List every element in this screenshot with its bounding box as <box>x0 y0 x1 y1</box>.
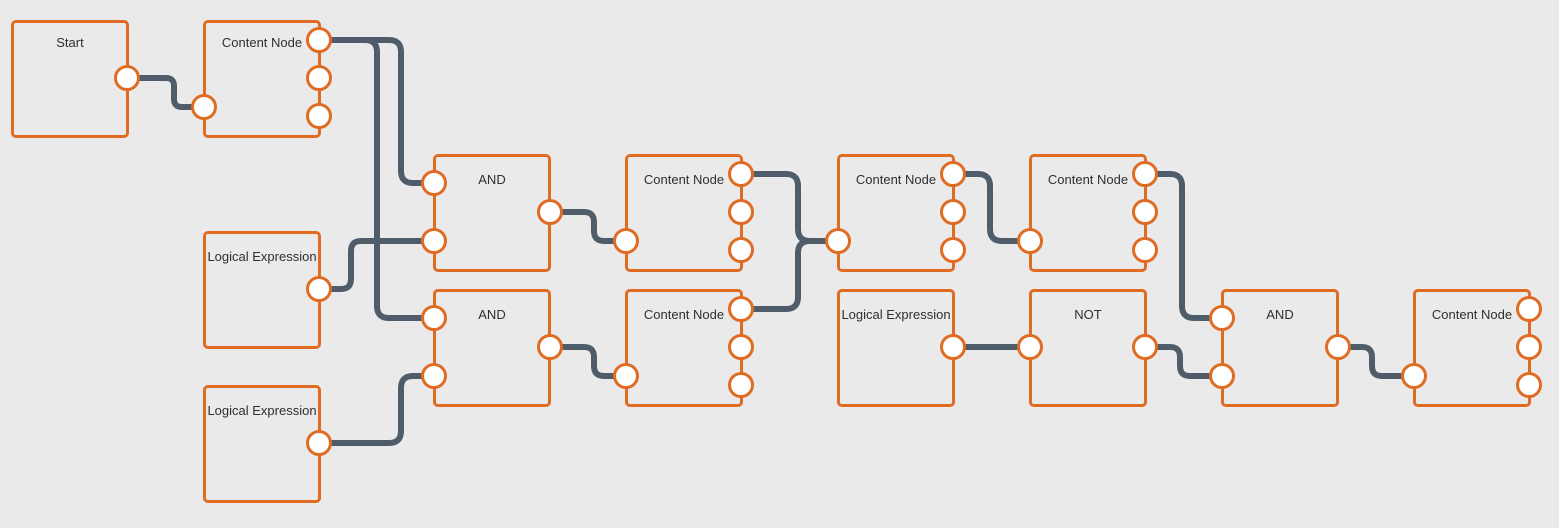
port-content-1-out-2[interactable] <box>306 65 332 91</box>
node-title: Logical Expression <box>207 249 317 264</box>
port-content-3-out-3[interactable] <box>728 372 754 398</box>
port-not-1-in[interactable] <box>1017 334 1043 360</box>
port-logical-expression-3-out[interactable] <box>940 334 966 360</box>
port-logical-expression-2-out[interactable] <box>306 430 332 456</box>
port-content-2-in[interactable] <box>613 228 639 254</box>
node-not-1[interactable]: NOT <box>1029 289 1147 407</box>
port-content-2-out-3[interactable] <box>728 237 754 263</box>
port-and-2-out[interactable] <box>537 334 563 360</box>
port-content-4-in[interactable] <box>825 228 851 254</box>
node-title: AND <box>478 172 506 187</box>
node-title: Content Node <box>1047 172 1129 187</box>
node-title: Start <box>56 35 84 50</box>
port-content-6-out-1[interactable] <box>1516 296 1542 322</box>
port-content-3-out-1[interactable] <box>728 296 754 322</box>
node-title: Content Node <box>1431 307 1513 322</box>
wire-content-1-to-and-1 <box>316 37 437 186</box>
node-and-3[interactable]: AND <box>1221 289 1339 407</box>
node-and-2[interactable]: AND <box>433 289 551 407</box>
port-content-3-out-2[interactable] <box>728 334 754 360</box>
port-content-4-out-2[interactable] <box>940 199 966 225</box>
node-title: Content Node <box>643 172 725 187</box>
port-content-3-in[interactable] <box>613 363 639 389</box>
port-and-2-in-2[interactable] <box>421 363 447 389</box>
port-content-5-out-2[interactable] <box>1132 199 1158 225</box>
node-title: Content Node <box>643 307 725 322</box>
node-and-1[interactable]: AND <box>433 154 551 272</box>
port-and-1-in-2[interactable] <box>421 228 447 254</box>
port-start-out[interactable] <box>114 65 140 91</box>
wire-content-1-to-and-2 <box>316 37 437 321</box>
port-logical-expression-1-out[interactable] <box>306 276 332 302</box>
port-and-2-in-1[interactable] <box>421 305 447 331</box>
wire-logical-expression-1-to-and-1 <box>316 238 437 292</box>
node-title: Logical Expression <box>841 307 951 322</box>
node-title: Content Node <box>221 35 303 50</box>
node-content-3[interactable]: Content Node <box>625 289 743 407</box>
port-content-6-out-3[interactable] <box>1516 372 1542 398</box>
port-content-6-out-2[interactable] <box>1516 334 1542 360</box>
node-content-2[interactable]: Content Node <box>625 154 743 272</box>
port-and-3-out[interactable] <box>1325 334 1351 360</box>
port-and-3-in-2[interactable] <box>1209 363 1235 389</box>
node-title: Logical Expression <box>207 403 317 418</box>
node-title: AND <box>478 307 506 322</box>
node-logical-expression-3[interactable]: Logical Expression <box>837 289 955 407</box>
port-content-1-out-1[interactable] <box>306 27 332 53</box>
port-content-6-in[interactable] <box>1401 363 1427 389</box>
port-content-4-out-1[interactable] <box>940 161 966 187</box>
port-content-1-out-3[interactable] <box>306 103 332 129</box>
port-content-2-out-2[interactable] <box>728 199 754 225</box>
port-content-5-in[interactable] <box>1017 228 1043 254</box>
node-title: AND <box>1266 307 1294 322</box>
node-content-4[interactable]: Content Node <box>837 154 955 272</box>
node-logical-expression-2[interactable]: Logical Expression <box>203 385 321 503</box>
port-content-5-out-1[interactable] <box>1132 161 1158 187</box>
node-start[interactable]: Start <box>11 20 129 138</box>
node-logical-expression-1[interactable]: Logical Expression <box>203 231 321 349</box>
node-content-6[interactable]: Content Node <box>1413 289 1531 407</box>
port-content-1-in[interactable] <box>191 94 217 120</box>
wire-logical-expression-2-to-and-2 <box>316 373 437 446</box>
node-title: NOT <box>1074 307 1102 322</box>
port-and-3-in-1[interactable] <box>1209 305 1235 331</box>
port-content-4-out-3[interactable] <box>940 237 966 263</box>
port-content-5-out-3[interactable] <box>1132 237 1158 263</box>
wire-content-3-to-content-4 <box>738 238 841 312</box>
port-not-1-out[interactable] <box>1132 334 1158 360</box>
wire-content-2-to-content-4 <box>738 171 841 244</box>
port-and-1-out[interactable] <box>537 199 563 225</box>
node-title: Content Node <box>855 172 937 187</box>
node-content-1[interactable]: Content Node <box>203 20 321 138</box>
port-content-2-out-1[interactable] <box>728 161 754 187</box>
node-content-5[interactable]: Content Node <box>1029 154 1147 272</box>
port-and-1-in-1[interactable] <box>421 170 447 196</box>
